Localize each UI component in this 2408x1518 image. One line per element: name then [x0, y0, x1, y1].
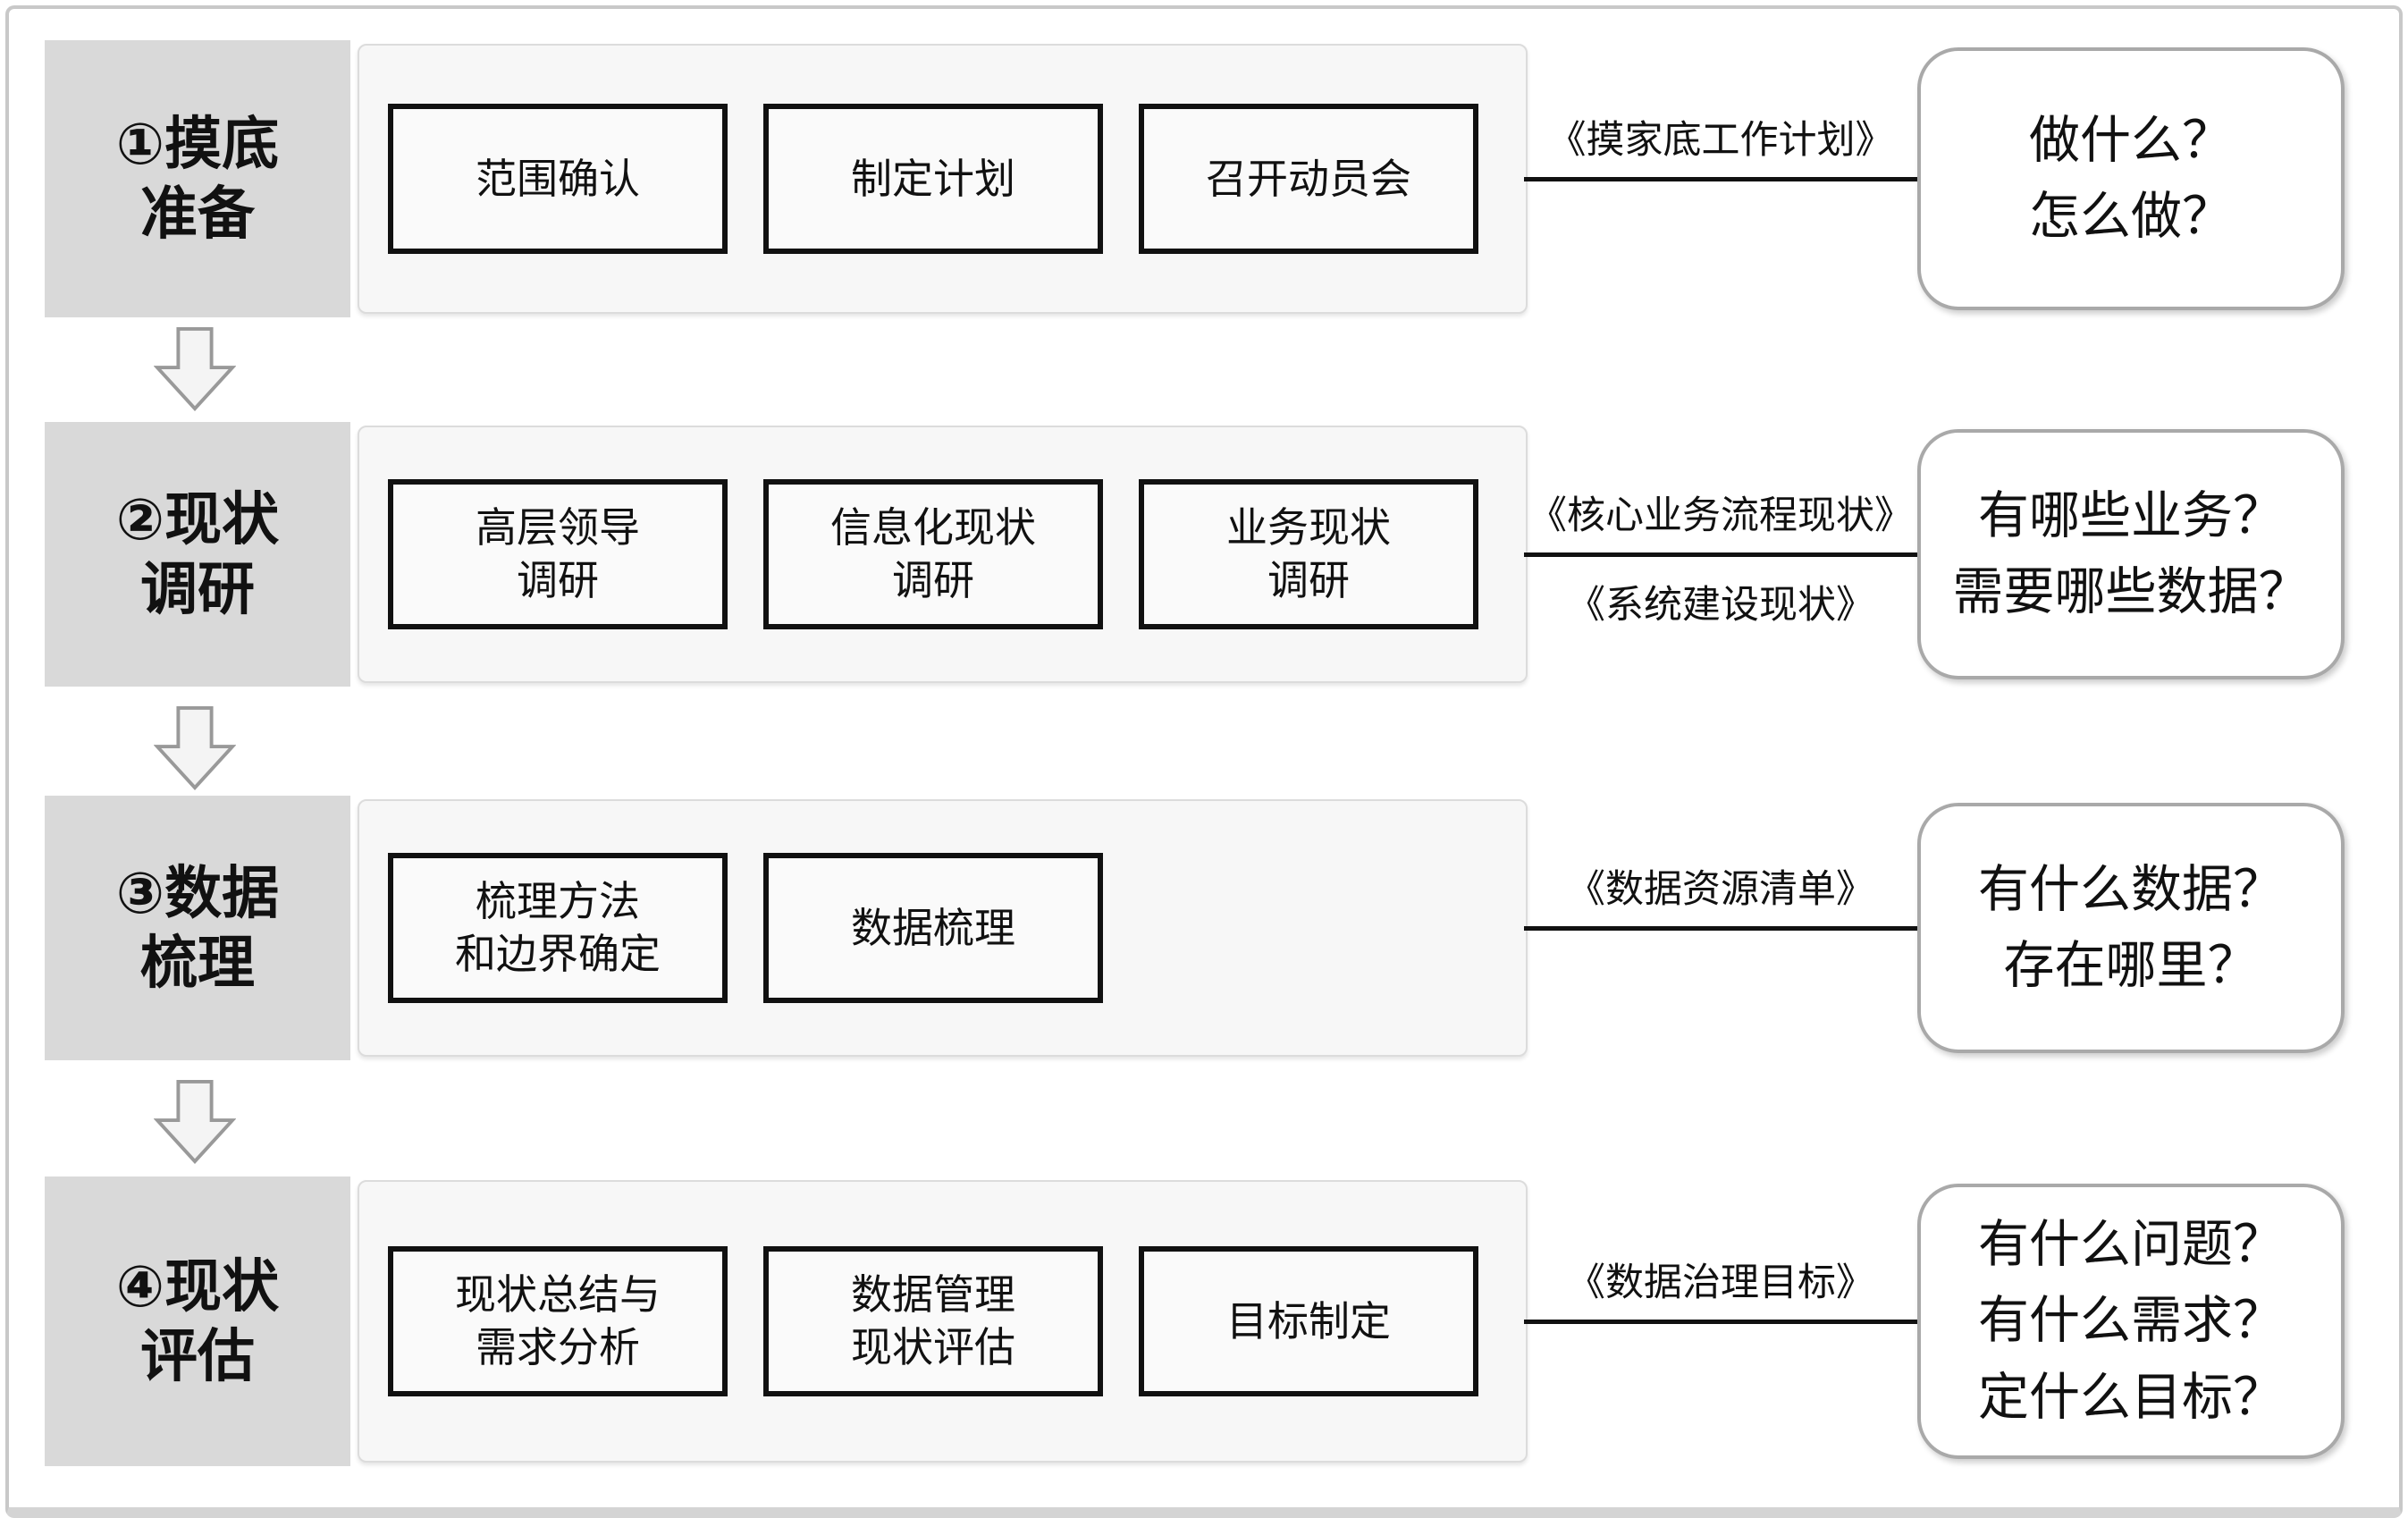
- stage-row-4: ④现状 评估 现状总结与 需求分析 数据管理 现状评估 目标制定 《数据治理目标…: [0, 1176, 2408, 1466]
- question-bubble-2: 有哪些业务？ 需要哪些数据？: [1917, 429, 2345, 679]
- question-bubble-1: 做什么？ 怎么做？: [1917, 47, 2345, 310]
- task-box: 信息化现状 调研: [763, 479, 1103, 629]
- task-box: 召开动员会: [1139, 104, 1478, 254]
- task-box: 数据梳理: [763, 853, 1103, 1003]
- stage-label-1: ①摸底 准备: [45, 40, 350, 317]
- connector-1: 《摸家底工作计划》: [1524, 40, 1917, 317]
- stage-label-3: ③数据 梳理: [45, 796, 350, 1060]
- task-box: 目标制定: [1139, 1246, 1478, 1396]
- deliverable-label: 《数据资源清单》: [1567, 868, 1874, 911]
- deliverable-label: 《数据治理目标》: [1567, 1261, 1874, 1304]
- connector-line: [1524, 177, 1917, 181]
- connector-line: [1524, 1320, 1917, 1324]
- connector-2: 《核心业务流程现状》 《系统建设现状》: [1524, 422, 1917, 687]
- task-box: 制定计划: [763, 104, 1103, 254]
- task-box: 高层领导 调研: [388, 479, 728, 629]
- stage-tasks-container-4: 现状总结与 需求分析 数据管理 现状评估 目标制定: [358, 1180, 1528, 1463]
- connector-4: 《数据治理目标》: [1524, 1176, 1917, 1466]
- question-bubble-4: 有什么问题？ 有什么需求？ 定什么目标？: [1917, 1184, 2345, 1459]
- deliverable-label: 《核心业务流程现状》: [1528, 494, 1913, 537]
- connector-3: 《数据资源清单》: [1524, 796, 1917, 1060]
- stage-tasks-container-1: 范围确认 制定计划 召开动员会: [358, 44, 1528, 314]
- stage-row-1: ①摸底 准备 范围确认 制定计划 召开动员会 《摸家底工作计划》 做什么？ 怎么…: [0, 40, 2408, 317]
- stage-row-2: ②现状 调研 高层领导 调研 信息化现状 调研 业务现状 调研 《核心业务流程现…: [0, 422, 2408, 687]
- connector-line: [1524, 552, 1917, 557]
- down-arrow-icon: [154, 327, 236, 411]
- stage-tasks-container-3: 梳理方法 和边界确定 数据梳理: [358, 799, 1528, 1057]
- deliverable-label: 《摸家底工作计划》: [1547, 119, 1894, 162]
- stage-label-4: ④现状 评估: [45, 1176, 350, 1466]
- deliverable-label: 《系统建设现状》: [1567, 584, 1874, 627]
- question-bubble-3: 有什么数据？ 存在哪里？: [1917, 803, 2345, 1053]
- task-box: 业务现状 调研: [1139, 479, 1478, 629]
- task-box: 数据管理 现状评估: [763, 1246, 1103, 1396]
- task-box: 梳理方法 和边界确定: [388, 853, 728, 1003]
- task-box: 现状总结与 需求分析: [388, 1246, 728, 1396]
- stage-label-2: ②现状 调研: [45, 422, 350, 687]
- down-arrow-icon: [154, 706, 236, 790]
- task-box: 范围确认: [388, 104, 728, 254]
- stage-row-3: ③数据 梳理 梳理方法 和边界确定 数据梳理 《数据资源清单》 有什么数据？ 存…: [0, 796, 2408, 1060]
- down-arrow-icon: [154, 1080, 236, 1164]
- stage-tasks-container-2: 高层领导 调研 信息化现状 调研 业务现状 调研: [358, 426, 1528, 683]
- connector-line: [1524, 926, 1917, 931]
